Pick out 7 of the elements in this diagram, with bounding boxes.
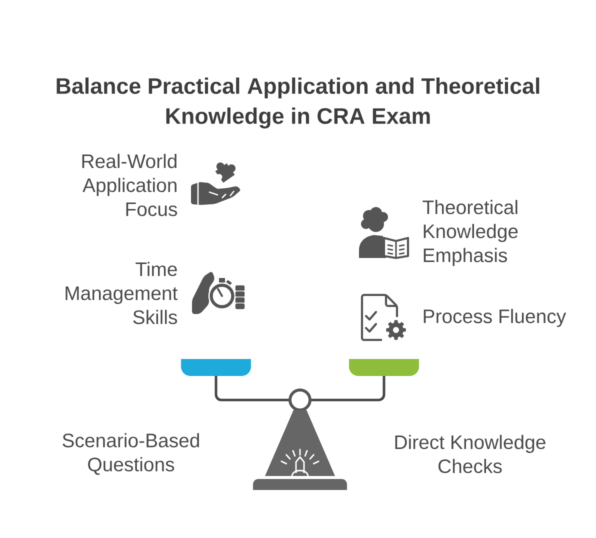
item-label: Time Management Skills <box>66 262 178 324</box>
title: Balance Practical Application and Theoretical Knowledge in CRA Exam <box>56 78 540 128</box>
item-label: Theoretical Knowledge Emphasis <box>422 200 518 266</box>
item-label: Direct Knowledge Checks <box>395 434 546 474</box>
item-label: Process Fluency <box>424 308 566 328</box>
item-label: Real-World Application Focus <box>82 154 178 216</box>
item-label: Scenario-Based Questions <box>62 433 199 475</box>
